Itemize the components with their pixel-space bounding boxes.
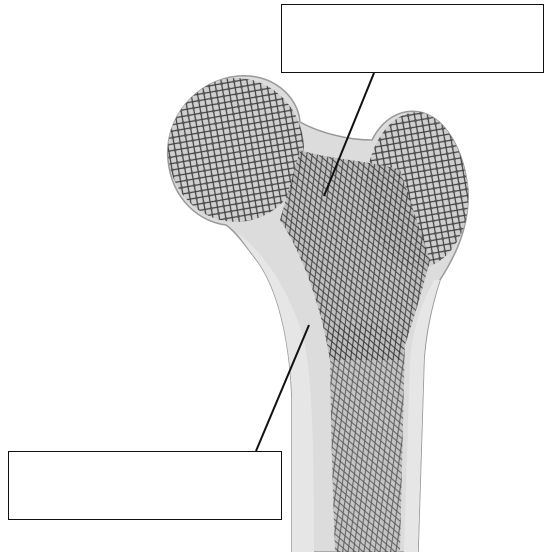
medullary-cavity <box>330 323 405 552</box>
femoral-head-trabecular <box>168 78 304 222</box>
label-box-top[interactable] <box>281 4 544 73</box>
label-box-bottom[interactable] <box>8 451 282 520</box>
